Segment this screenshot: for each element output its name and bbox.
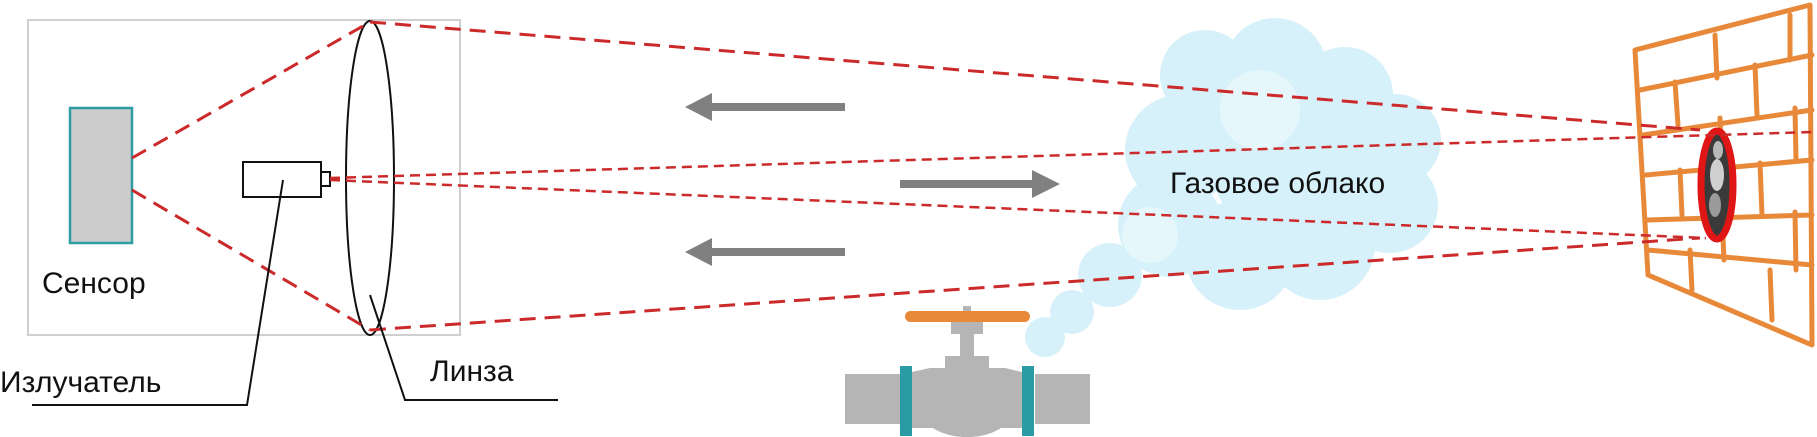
sensor-icon: [70, 108, 132, 243]
sensor-beam-upper: [131, 20, 371, 160]
sensor-beam-lower: [131, 188, 371, 332]
emitter-label: Излучатель: [0, 366, 161, 399]
return-beam-lower: [369, 236, 1701, 332]
emit-beam-lower: [329, 178, 1707, 240]
gas-cloud-icon: [1025, 18, 1441, 357]
pipe-valve-icon: [845, 306, 1090, 437]
emit-beam-upper: [329, 130, 1813, 180]
direction-arrows: [685, 93, 1060, 266]
return-beam-upper: [369, 20, 1701, 132]
emitter-icon: [242, 161, 331, 198]
emitter-leader-line: [32, 179, 284, 406]
reflection-target-icon: [1697, 127, 1737, 243]
sensor-label: Сенсор: [42, 267, 146, 300]
arrow-left-lower-icon: [685, 238, 845, 266]
lens-icon: [345, 20, 395, 336]
lens-leader-line: [369, 294, 558, 401]
device-housing: [27, 19, 461, 336]
beam-lines: [131, 20, 1813, 332]
lens-label: Линза: [430, 355, 514, 388]
sensor-border: [68, 106, 134, 245]
gas-cloud-label: Газовое облако: [1170, 167, 1385, 200]
arrow-left-upper-icon: [685, 93, 845, 121]
arrow-right-icon: [900, 170, 1060, 198]
